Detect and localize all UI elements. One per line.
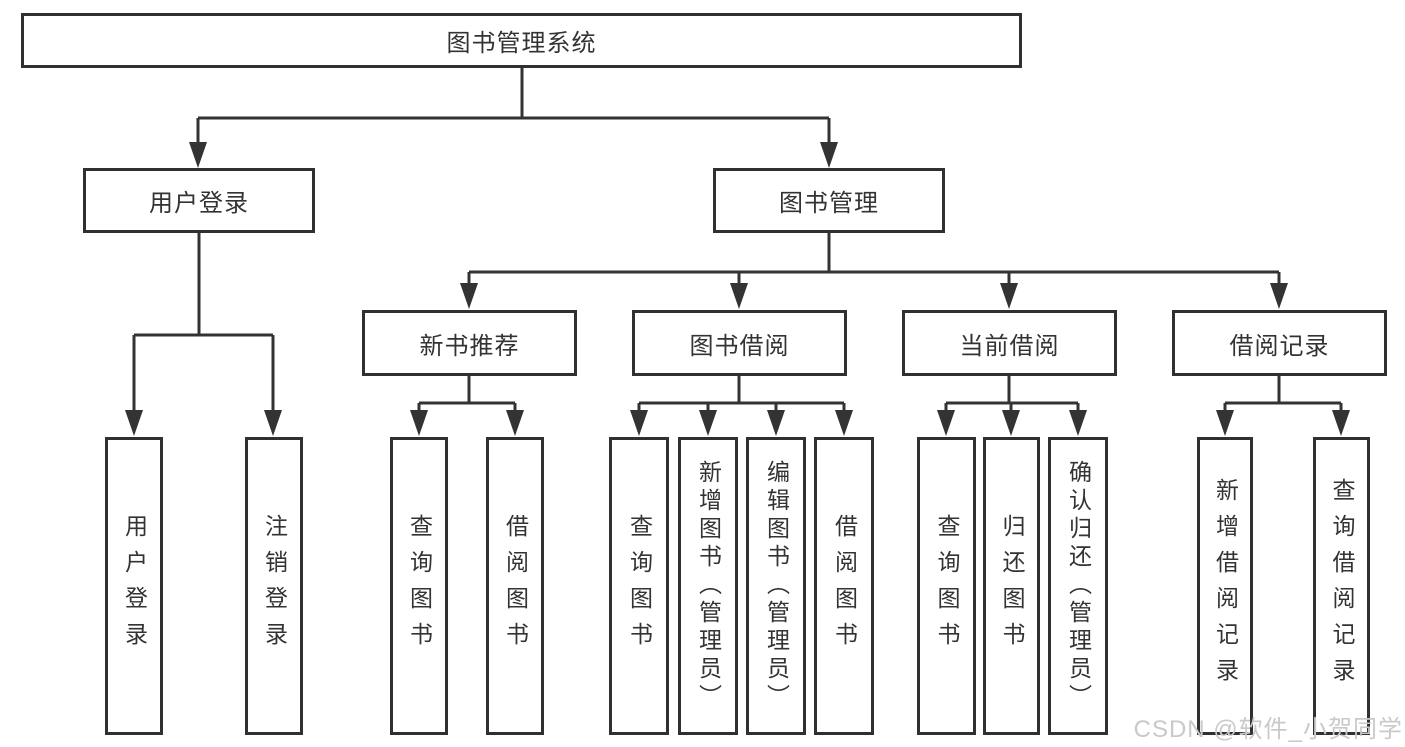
leaf-add-borrow-record: 新增借阅记录	[1197, 437, 1253, 735]
arrowheads-newbook-leaves	[410, 410, 524, 436]
arrowheads-login-leaves	[125, 410, 282, 436]
leaf-add-books-admin: 新增图书（管理员）	[678, 437, 738, 735]
node-label: 图书借阅	[689, 332, 790, 360]
node-label: 注销登录	[261, 514, 288, 658]
node-label: 编辑图书（管理员）	[763, 460, 790, 712]
node-label: 用户登录	[149, 190, 249, 217]
node-label: 借阅图书	[502, 514, 529, 658]
leaf-borrow-books-borrowing: 借阅图书	[814, 437, 874, 735]
arrowheads-level2	[189, 142, 838, 168]
node-label: 图书管理系统	[446, 30, 597, 57]
node-label: 归还图书	[999, 514, 1025, 658]
leaf-edit-books-admin: 编辑图书（管理员）	[746, 437, 806, 735]
node-borrowing-records: 借阅记录	[1172, 310, 1387, 376]
node-new-book-recommendation: 新书推荐	[362, 310, 577, 376]
node-label: 查询图书	[934, 514, 960, 658]
connector-records-to-leaves	[1223, 376, 1343, 428]
arrowheads-borrow-leaves	[630, 410, 853, 436]
node-label: 查询借阅记录	[1329, 478, 1355, 694]
leaf-logout: 注销登录	[245, 437, 303, 735]
connector-newbook-to-leaves	[417, 376, 517, 428]
node-label: 新书推荐	[419, 332, 520, 360]
node-label: 借阅记录	[1229, 332, 1330, 360]
node-library-management-system: 图书管理系统	[21, 13, 1022, 68]
leaf-query-books-borrowing: 查询图书	[609, 437, 669, 735]
node-user-login: 用户登录	[83, 168, 315, 233]
node-label: 查询图书	[406, 514, 433, 658]
arrowheads-level3	[460, 283, 1288, 309]
leaf-query-borrow-record: 查询借阅记录	[1313, 437, 1370, 735]
node-label: 图书管理	[779, 190, 879, 217]
node-label: 当前借阅	[959, 332, 1060, 360]
csdn-watermark: CSDN @软件_小贺同学	[1133, 716, 1403, 743]
leaf-borrow-books-recommend: 借阅图书	[486, 437, 544, 735]
node-label: 新增借阅记录	[1212, 478, 1239, 694]
connector-root-to-level2	[196, 68, 831, 160]
leaf-return-books: 归还图书	[983, 437, 1040, 735]
connector-borrow-to-leaves	[637, 376, 846, 428]
node-label: 借阅图书	[831, 514, 858, 658]
leaf-user-login: 用户登录	[105, 437, 163, 735]
leaf-confirm-return-admin: 确认归还（管理员）	[1048, 437, 1108, 735]
node-label: 新增图书（管理员）	[695, 460, 722, 712]
leaf-query-books-recommend: 查询图书	[390, 437, 448, 735]
node-label: 确认归还（管理员）	[1065, 460, 1092, 712]
node-book-management: 图书管理	[713, 168, 945, 233]
node-label: 查询图书	[626, 514, 653, 658]
arrowheads-current-leaves	[937, 410, 1087, 436]
connector-bookmgmt-to-level3	[467, 233, 1281, 301]
connector-login-to-leaves	[132, 233, 275, 428]
arrowheads-records-leaves	[1216, 410, 1350, 436]
leaf-query-books-current: 查询图书	[917, 437, 976, 735]
node-label: 用户登录	[121, 514, 148, 658]
node-current-borrowing: 当前借阅	[902, 310, 1117, 376]
node-book-borrowing: 图书借阅	[632, 310, 847, 376]
